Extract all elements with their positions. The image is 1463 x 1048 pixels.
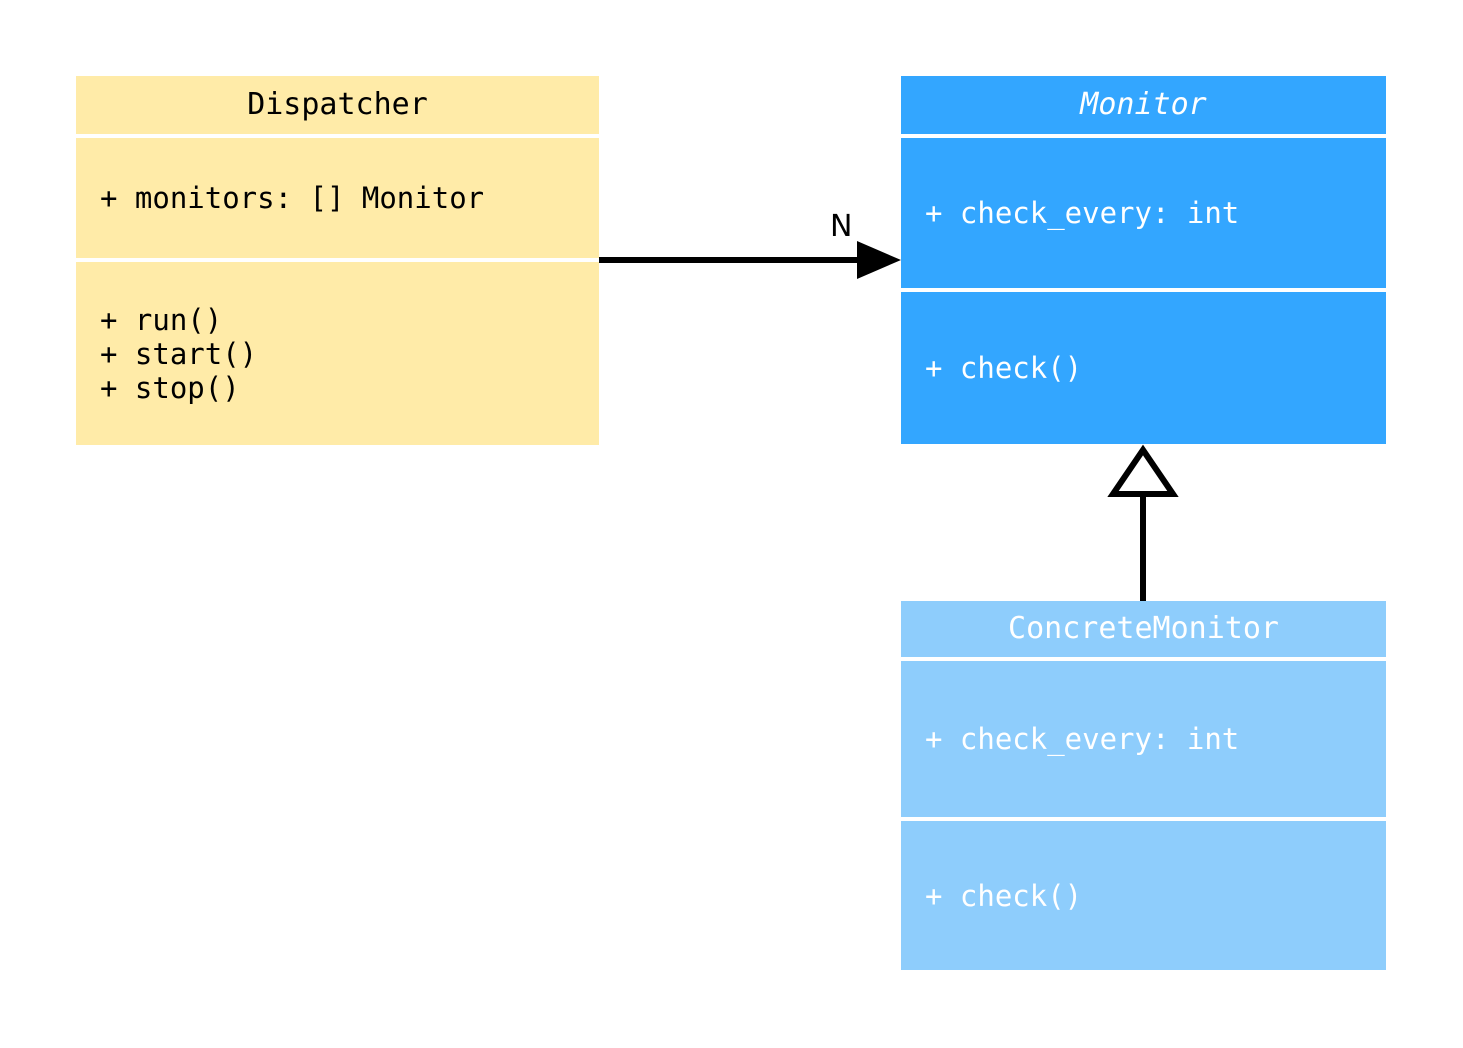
class-attributes-concrete-monitor: + check_every: int [901, 661, 1386, 817]
association-multiplicity-label: N [830, 209, 853, 244]
class-box-concrete-monitor[interactable]: ConcreteMonitor + check_every: int + che… [901, 601, 1386, 970]
class-divider [76, 258, 599, 262]
class-methods-dispatcher: + run() + start() + stop() [76, 262, 599, 445]
class-divider [901, 657, 1386, 661]
class-title-dispatcher: Dispatcher [76, 76, 599, 134]
class-box-monitor[interactable]: Monitor + check_every: int + check() [901, 76, 1386, 444]
class-title-monitor: Monitor [901, 76, 1386, 134]
class-box-dispatcher[interactable]: Dispatcher + monitors: [] Monitor + run(… [76, 76, 599, 445]
class-divider [901, 288, 1386, 292]
class-methods-concrete-monitor: + check() [901, 821, 1386, 970]
class-attributes-dispatcher: + monitors: [] Monitor [76, 138, 599, 258]
class-attributes-monitor: + check_every: int [901, 138, 1386, 288]
generalization-arrowhead-hollow [1107, 444, 1179, 497]
class-title-concrete-monitor: ConcreteMonitor [901, 601, 1386, 657]
class-divider [76, 134, 599, 138]
class-divider [901, 817, 1386, 821]
association-arrowhead-filled [857, 241, 901, 279]
generalization-concrete-monitor [1107, 444, 1179, 601]
association-dispatcher-monitor [599, 241, 901, 279]
class-divider [901, 134, 1386, 138]
class-methods-monitor: + check() [901, 292, 1386, 444]
